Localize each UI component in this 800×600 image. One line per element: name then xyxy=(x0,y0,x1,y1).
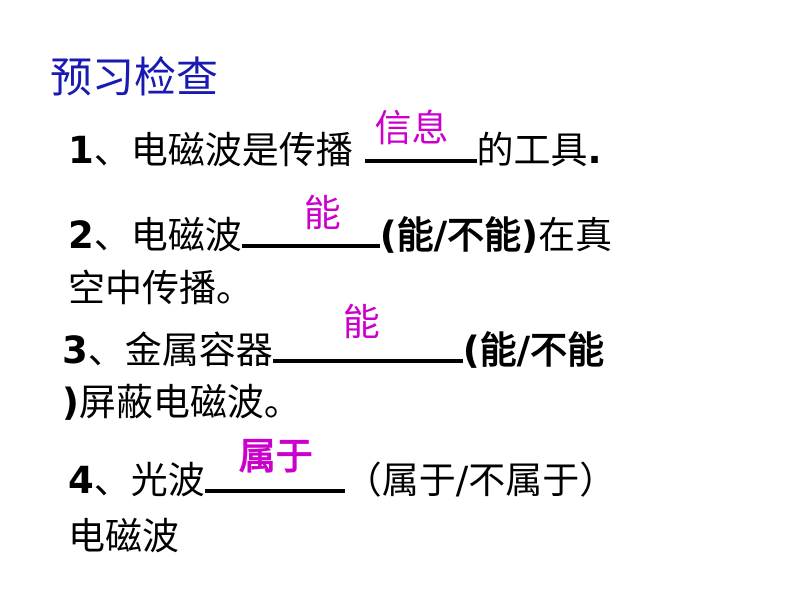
question-4-line-2: 电磁波 xyxy=(68,514,179,560)
question-number: 1 xyxy=(68,129,94,172)
question-text: ) xyxy=(62,381,79,424)
question-1: 1、电磁波是传播 信息 的工具. xyxy=(68,107,602,174)
question-text: (能/不能 xyxy=(462,329,605,372)
answer-blank[interactable]: 信息 xyxy=(364,107,477,163)
question-2-line-2: 空中传播。 xyxy=(68,266,253,312)
question-text: 的工具 xyxy=(476,129,588,172)
question-number: 2 xyxy=(68,214,94,257)
question-text: 空中传播。 xyxy=(68,267,253,310)
question-3-line-2: )屏蔽电磁波。 xyxy=(62,380,301,426)
question-4: 4、光波 属于 （属于/不属于） xyxy=(68,435,617,504)
question-number: 4 xyxy=(68,459,94,502)
answer-blank[interactable]: 属于 xyxy=(204,435,345,493)
question-text: 、金属容器 xyxy=(87,329,273,372)
question-text: 、光波 xyxy=(93,459,205,502)
answer-blank[interactable]: 能 xyxy=(241,192,380,248)
question-text: (能/不能) xyxy=(379,214,539,257)
question-3: 3、金属容器 能 (能/不能 xyxy=(62,301,605,374)
answer-text: 信息 xyxy=(374,107,449,150)
question-number: 3 xyxy=(62,329,88,372)
page-title: 预习检查 xyxy=(50,53,219,102)
question-text: 、电磁波 xyxy=(93,214,242,257)
answer-text: 能 xyxy=(342,301,380,344)
answer-text: 属于 xyxy=(238,435,313,478)
question-text: 在真 xyxy=(538,214,613,257)
question-text: （属于/不属于） xyxy=(344,459,617,502)
question-text: . xyxy=(587,129,602,172)
question-2: 2、电磁波 能 (能/不能)在真 xyxy=(68,192,613,259)
question-text: 屏蔽电磁波。 xyxy=(78,381,301,424)
answer-blank[interactable]: 能 xyxy=(272,301,463,363)
question-text: 电磁波 xyxy=(68,515,179,558)
question-text: 、电磁波是传播 xyxy=(93,129,353,172)
answer-text: 能 xyxy=(303,192,341,235)
